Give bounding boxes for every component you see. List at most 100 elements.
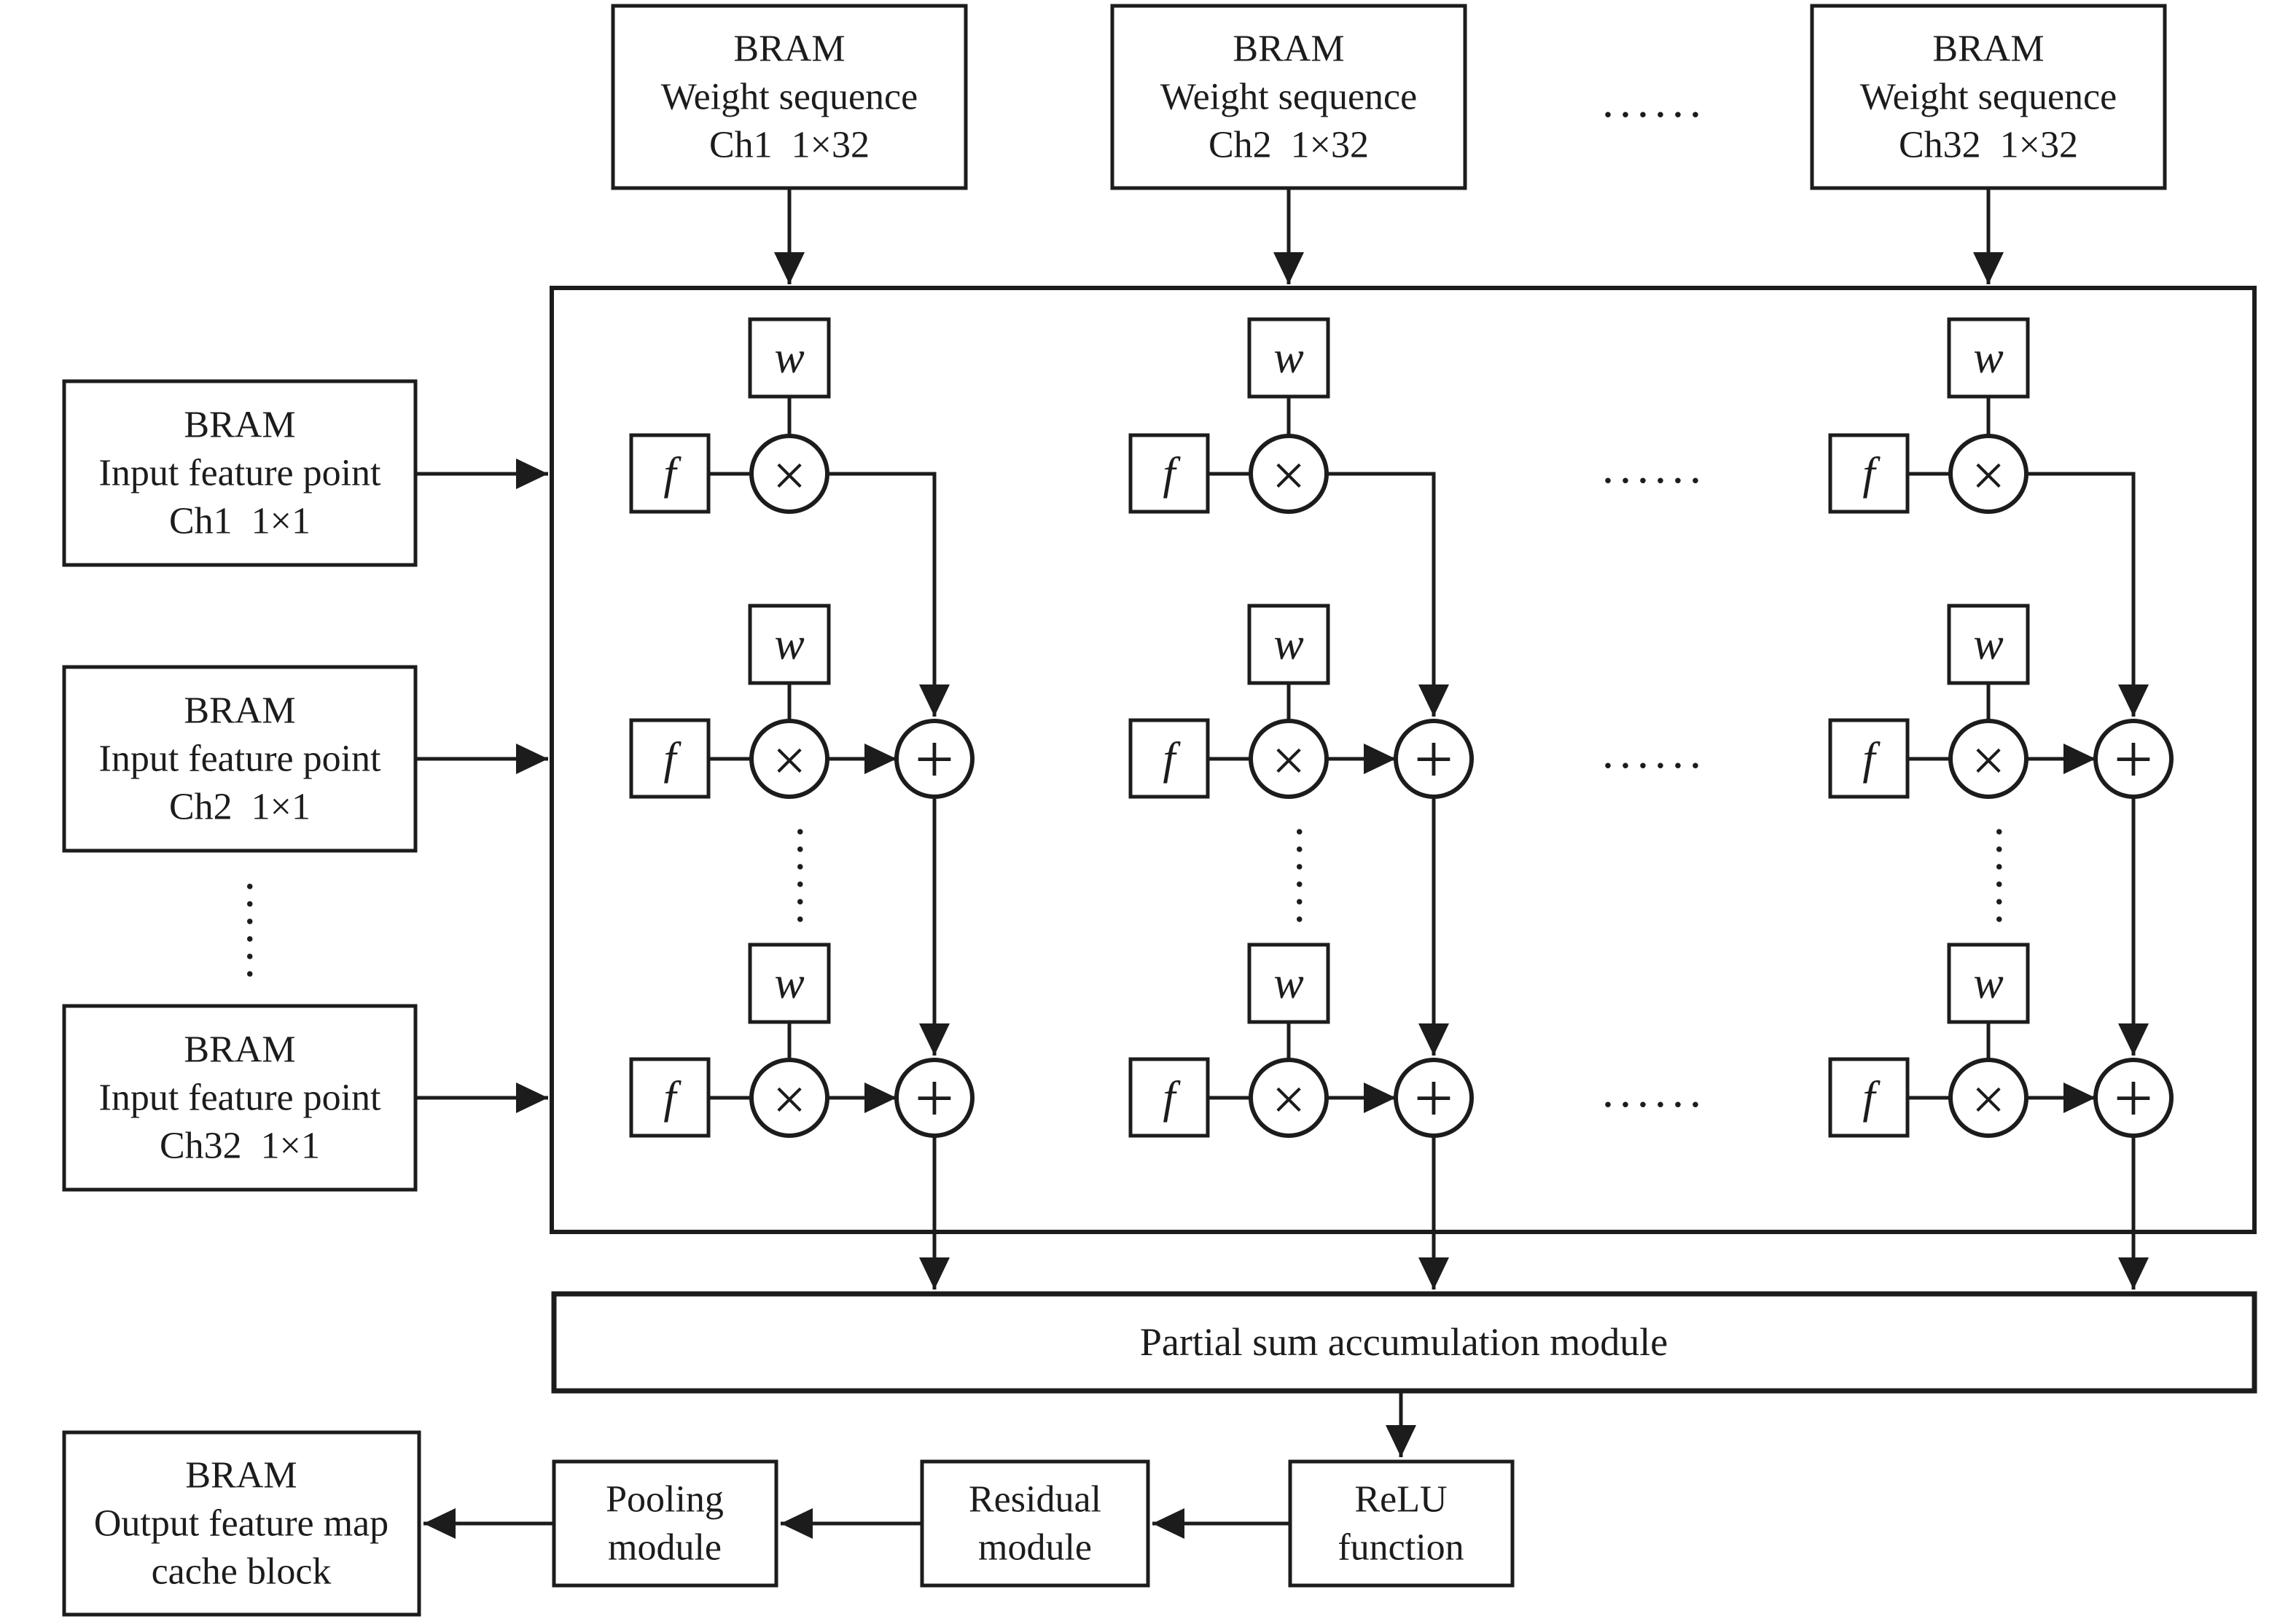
weight-reg-c2r3-label: w <box>1273 959 1303 1008</box>
weight-bram-ch32: BRAM Weight sequence Ch32 1×32 <box>1810 4 2167 190</box>
multiplier-c1r1 <box>749 434 829 514</box>
output-bram-line1: BRAM <box>185 1455 297 1497</box>
pe-column-ch1: w f × w f × + ...... w f × + <box>629 317 975 1290</box>
adder-c1r3-symbol: + <box>915 1059 954 1137</box>
arrow-mul-c1r1-to-add-c1r2 <box>827 472 950 717</box>
multiplier-c2r2-symbol: × <box>1272 727 1305 794</box>
output-bram: BRAM Output feature map cache block <box>62 1430 421 1617</box>
weight-bram-ch2-line3: Ch2 1×32 <box>1208 125 1369 166</box>
ellipsis-rows-ch1: ...... <box>788 826 840 931</box>
weight-reg-c3r3-label: w <box>1973 959 2003 1008</box>
adder-c2r2-symbol: + <box>1414 720 1453 798</box>
multiplier-c2r2 <box>1249 719 1329 799</box>
input-bram-ch32-line2: Input feature point <box>99 1077 382 1119</box>
feature-reg-c1r3 <box>629 1057 711 1138</box>
input-bram-ch32-line3: Ch32 1×1 <box>160 1126 320 1167</box>
input-bram-ch2-line3: Ch2 1×1 <box>169 787 311 828</box>
weight-reg-c3r1-label: w <box>1973 333 2003 383</box>
weight-reg-c2r2 <box>1247 604 1330 685</box>
pe-column-ch32: w f × w f × + ...... w f × + <box>1828 317 2174 1290</box>
weight-reg-c3r2-label: w <box>1973 620 2003 669</box>
feature-reg-c1r2 <box>629 718 711 799</box>
weight-reg-c2r2-label: w <box>1273 620 1303 669</box>
input-bram-ch1-line1: BRAM <box>184 405 295 446</box>
weight-bram-ch1-line2: Weight sequence <box>661 77 918 118</box>
feature-reg-c2r1 <box>1128 433 1210 514</box>
output-bram-line3: cache block <box>152 1551 332 1593</box>
weight-reg-c1r1-label: w <box>774 333 804 383</box>
input-bram-ch1-line2: Input feature point <box>99 453 382 494</box>
weight-bram-ch2: BRAM Weight sequence Ch2 1×32 <box>1110 4 1467 190</box>
weight-bram-ch2-line1: BRAM <box>1233 28 1344 70</box>
weight-reg-c3r3 <box>1947 943 2030 1024</box>
weight-bram-ch1-line1: BRAM <box>733 28 845 70</box>
residual-module: Residual module <box>920 1459 1150 1588</box>
multiplier-c1r2 <box>749 719 829 799</box>
input-bram-ch1-line3: Ch1 1×1 <box>169 501 311 542</box>
multiplier-c3r2-symbol: × <box>1972 727 2005 794</box>
ellipsis-row3-columns: ...... <box>1602 1065 1707 1117</box>
input-bram-ch1: BRAM Input feature point Ch1 1×1 <box>62 379 418 567</box>
multiplier-c1r3-symbol: × <box>773 1066 806 1133</box>
ellipsis-row2-columns: ...... <box>1602 726 1707 778</box>
feature-reg-c1r1 <box>629 433 711 514</box>
feature-reg-c3r3 <box>1828 1057 1910 1138</box>
ellipsis-row1-columns: ...... <box>1602 441 1707 493</box>
weight-reg-c1r3-label: w <box>774 959 804 1008</box>
adder-c3r3-symbol: + <box>2114 1059 2153 1137</box>
multiplier-c2r3 <box>1249 1058 1329 1138</box>
weight-bram-ch32-box <box>1810 4 2167 190</box>
relu-function-box <box>1288 1459 1515 1588</box>
weight-reg-c3r1 <box>1947 317 2030 399</box>
weight-reg-c2r1-label: w <box>1273 333 1303 383</box>
residual-module-line1: Residual <box>969 1479 1101 1521</box>
relu-function-line2: function <box>1338 1527 1464 1569</box>
partial-sum-module-label: Partial sum accumulation module <box>1140 1320 1668 1364</box>
pooling-module-line1: Pooling <box>606 1479 724 1521</box>
feature-reg-c2r3 <box>1128 1057 1210 1138</box>
arrow-mul-c2r1-to-add-c2r2 <box>1327 472 1449 717</box>
ellipsis-rows-ch32: ...... <box>1987 826 2039 931</box>
pooling-module-line2: module <box>608 1527 722 1569</box>
weight-reg-c1r2 <box>748 604 831 685</box>
weight-bram-ch32-line2: Weight sequence <box>1860 77 2117 118</box>
pe-column-ch2: w f × w f × + ...... w f × + <box>1128 317 1474 1290</box>
weight-bram-ch2-line2: Weight sequence <box>1160 77 1417 118</box>
input-bram-ch1-box <box>62 379 418 567</box>
weight-reg-c2r3 <box>1247 943 1330 1024</box>
input-bram-ch2-box <box>62 665 418 853</box>
weight-reg-c1r3 <box>748 943 831 1024</box>
weight-bram-ch1-line3: Ch1 1×32 <box>709 125 870 166</box>
feature-reg-c2r2 <box>1128 718 1210 799</box>
pooling-module: Pooling module <box>552 1459 778 1588</box>
relu-function-line1: ReLU <box>1354 1479 1447 1521</box>
residual-module-line2: module <box>978 1527 1092 1569</box>
adder-c2r3-symbol: + <box>1414 1059 1453 1137</box>
input-bram-ch32: BRAM Input feature point Ch32 1×1 <box>62 1004 418 1192</box>
feature-reg-c3r2 <box>1828 718 1910 799</box>
input-bram-ch32-line1: BRAM <box>184 1029 295 1071</box>
multiplier-c3r1-symbol: × <box>1972 442 2005 509</box>
weight-bram-ch32-line1: BRAM <box>1932 28 2044 70</box>
multiplier-c3r3-symbol: × <box>1972 1066 2005 1133</box>
input-bram-ch32-box <box>62 1004 418 1192</box>
adder-c1r2-symbol: + <box>915 720 954 798</box>
weight-reg-c3r2 <box>1947 604 2030 685</box>
weight-bram-ch1: BRAM Weight sequence Ch1 1×32 <box>611 4 968 190</box>
input-bram-ch2: BRAM Input feature point Ch2 1×1 <box>62 665 418 853</box>
ellipsis-rows-ch2: ...... <box>1287 826 1339 931</box>
multiplier-c2r3-symbol: × <box>1272 1066 1305 1133</box>
multiplier-c2r1-symbol: × <box>1272 442 1305 509</box>
feature-reg-c3r1 <box>1828 433 1910 514</box>
multiplier-c1r3 <box>749 1058 829 1138</box>
weight-reg-c2r1 <box>1247 317 1330 399</box>
weight-bram-ch2-box <box>1110 4 1467 190</box>
multiplier-c1r1-symbol: × <box>773 442 806 509</box>
ellipsis-top-columns: ...... <box>1602 75 1707 127</box>
multiplier-c3r3 <box>1948 1058 2028 1138</box>
input-bram-ch2-line1: BRAM <box>184 690 295 732</box>
multiplier-c1r2-symbol: × <box>773 727 806 794</box>
partial-sum-module-box <box>551 1291 2257 1394</box>
